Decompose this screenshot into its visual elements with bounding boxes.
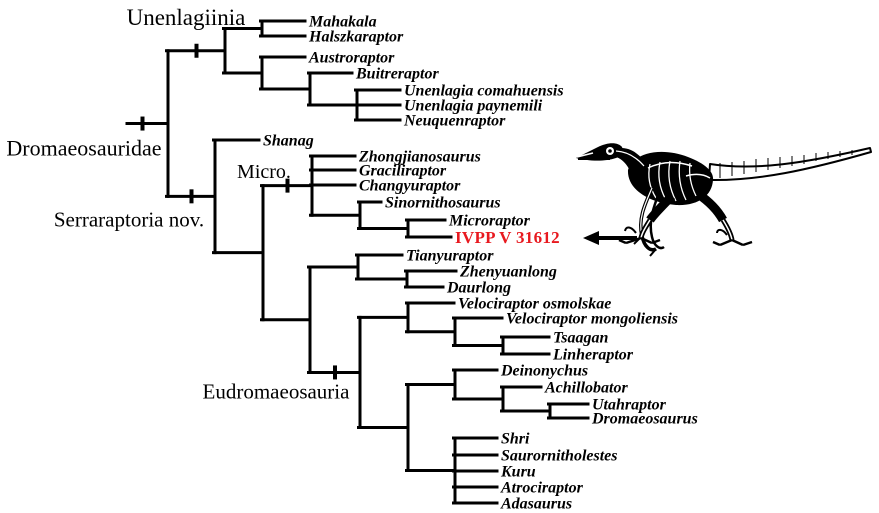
- clade-label-unenlagiinia: Unenlagiinia: [127, 5, 246, 30]
- taxon-label-austroraptor: Austroraptor: [308, 50, 395, 67]
- taxon-label-changyuraptor: Changyuraptor: [359, 178, 461, 195]
- taxon-label-utahraptor: Utahraptor: [592, 397, 667, 414]
- clade-label-dromaeosauridae: Dromaeosauridae: [6, 136, 161, 161]
- taxon-label-atrociraptor: Atrociraptor: [500, 480, 584, 497]
- taxon-label-tsaagan: Tsaagan: [553, 330, 609, 347]
- taxon-label-tianyuraptor: Tianyuraptor: [406, 248, 494, 265]
- taxon-label-unenlagia-comahuensis: Unenlagia comahuensis: [404, 83, 564, 100]
- taxon-label-shanag: Shanag: [263, 133, 314, 150]
- annotations: UnenlagiiniaDromaeosauridaeSerraraptoria…: [6, 5, 637, 403]
- taxon-label-deinonychus: Deinonychus: [500, 363, 588, 380]
- taxon-label-velociraptor-osmolskae: Velociraptor osmolskae: [458, 296, 611, 313]
- taxon-label-mahakala: Mahakala: [308, 14, 377, 31]
- taxon-label-ivpp-v-31612: IVPP V 31612: [455, 228, 560, 247]
- cladogram-tree: MahakalaHalszkaraptorAustroraptorBuitrer…: [125, 14, 698, 513]
- taxon-label-saurornitholestes: Saurornitholestes: [501, 448, 617, 465]
- taxon-label-graciliraptor: Graciliraptor: [359, 163, 447, 180]
- taxon-label-shri: Shri: [501, 431, 530, 448]
- taxon-label-neuquenraptor: Neuquenraptor: [403, 113, 506, 130]
- clade-label-eudromaeosauria: Eudromaeosauria: [203, 379, 351, 403]
- taxon-label-zhongjianosaurus: Zhongjianosaurus: [358, 149, 481, 166]
- taxon-label-velociraptor-mongoliensis: Velociraptor mongoliensis: [506, 311, 678, 328]
- taxon-label-kuru: Kuru: [500, 464, 536, 481]
- taxon-label-zhenyuanlong: Zhenyuanlong: [459, 264, 557, 281]
- clade-label-micro: Micro.: [237, 161, 291, 183]
- taxon-label-adasaurus: Adasaurus: [500, 496, 572, 513]
- taxon-label-achillobator: Achillobator: [544, 380, 628, 397]
- taxon-label-sinornithosaurus: Sinornithosaurus: [385, 195, 501, 212]
- taxon-label-linheraptor: Linheraptor: [552, 347, 634, 364]
- taxon-label-halszkaraptor: Halszkaraptor: [308, 29, 404, 46]
- left-arrow-icon: [583, 231, 637, 245]
- taxon-label-dromaeosaurus: Dromaeosaurus: [591, 411, 698, 428]
- clade-label-serraraptoria-nov: Serraraptoria nov.: [54, 207, 204, 231]
- taxon-label-daurlong: Daurlong: [446, 280, 511, 297]
- taxon-label-buitreraptor: Buitreraptor: [355, 66, 439, 83]
- taxon-label-unenlagia-paynemili: Unenlagia paynemili: [404, 98, 543, 115]
- skeleton-illustration: [576, 143, 872, 257]
- taxon-label-microraptor: Microraptor: [448, 213, 531, 230]
